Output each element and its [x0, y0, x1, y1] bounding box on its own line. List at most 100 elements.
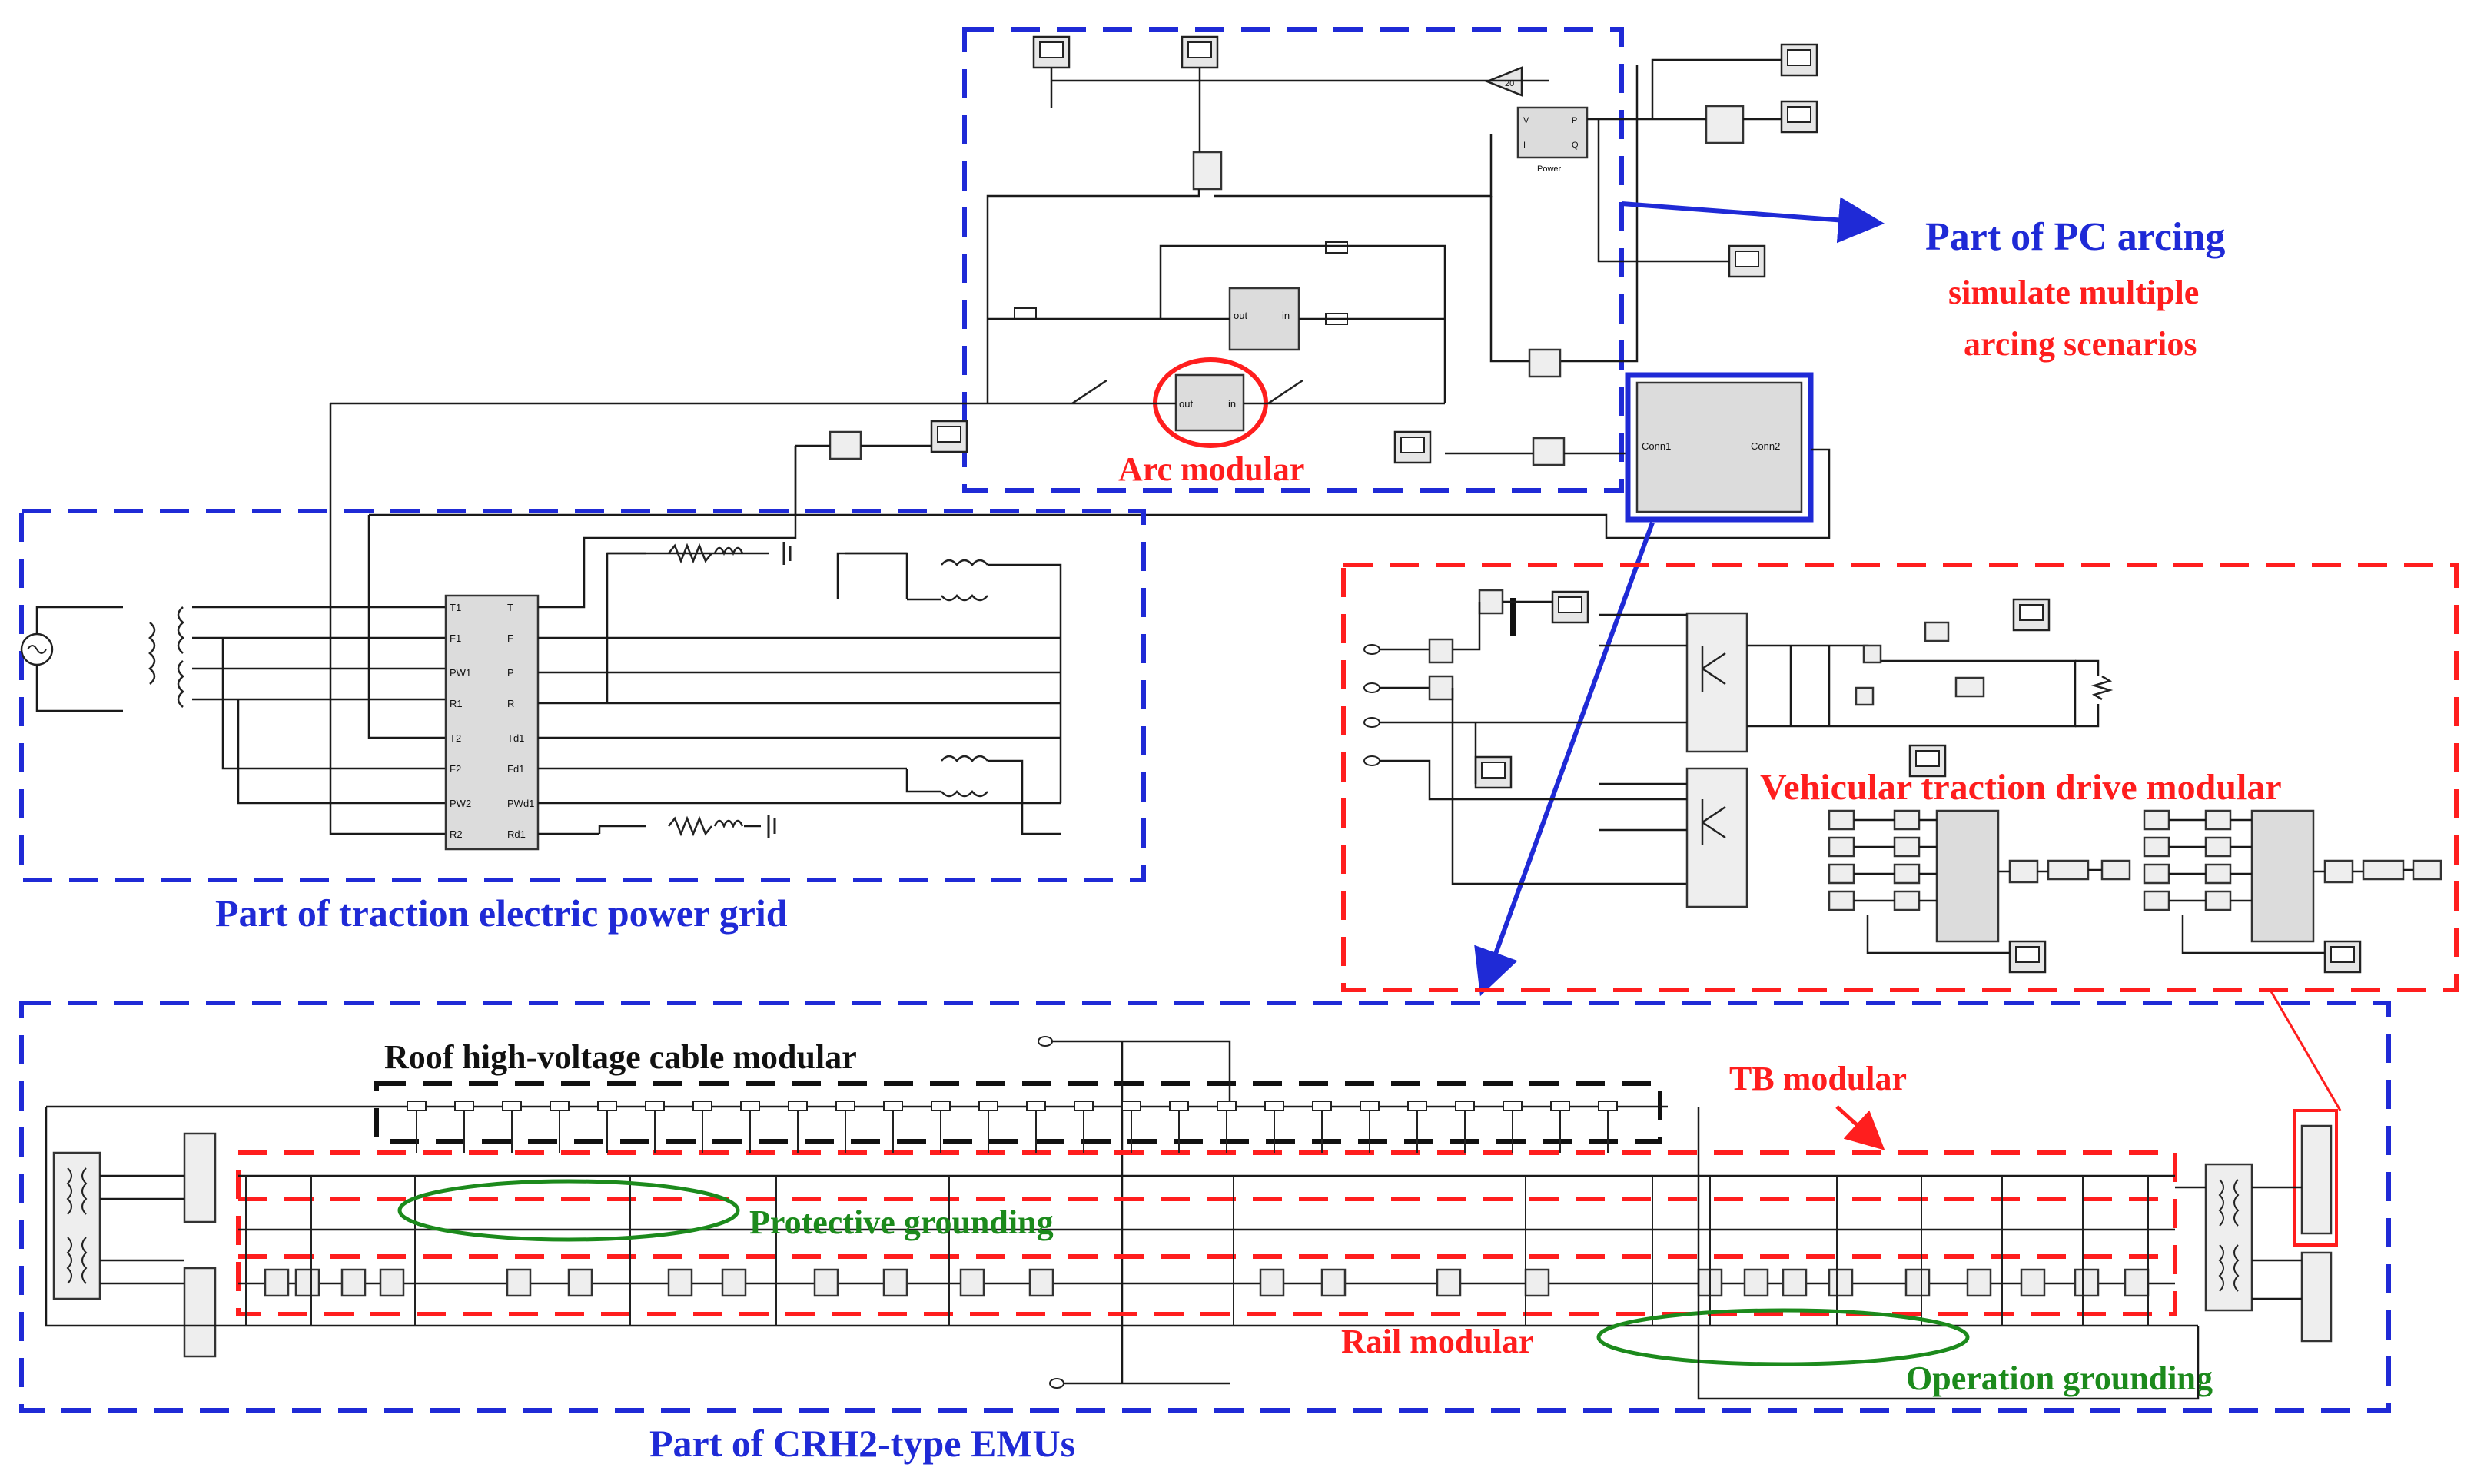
- rail-block[interactable]: [1828, 1268, 1854, 1297]
- sum-block[interactable]: [829, 430, 862, 460]
- scope-icon[interactable]: [1728, 244, 1766, 278]
- label-tb-modular: TB modular: [1729, 1060, 1907, 1097]
- emu-right-block[interactable]: [2300, 1251, 2333, 1343]
- meas-block[interactable]: [1855, 686, 1875, 706]
- meas-block[interactable]: [1428, 638, 1454, 664]
- resistor-icon: [978, 1101, 998, 1111]
- resistor-icon: [1014, 307, 1037, 320]
- rail-block[interactable]: [294, 1268, 320, 1297]
- rail-block[interactable]: [959, 1268, 985, 1297]
- rail-block[interactable]: [567, 1268, 593, 1297]
- integrator-block[interactable]: [1705, 105, 1745, 144]
- grid-port-right: Fd1: [507, 763, 524, 775]
- rail-block[interactable]: [340, 1268, 367, 1297]
- conn1-port: Conn1: [1642, 440, 1671, 452]
- power-port-v: V: [1523, 116, 1529, 125]
- rail-block[interactable]: [506, 1268, 532, 1297]
- scope-icon[interactable]: [1474, 755, 1513, 789]
- pc-arcing-region: 20 V I P Q Power out in: [330, 27, 2225, 997]
- scope-icon[interactable]: [1181, 35, 1219, 69]
- grid-port-left: F2: [450, 763, 461, 775]
- tb-frame: [236, 1150, 2177, 1316]
- meas-block[interactable]: [1192, 151, 1223, 191]
- rail-block[interactable]: [1782, 1268, 1808, 1297]
- conn-subsystem-block[interactable]: [1635, 381, 1803, 513]
- control-group-2: [2143, 809, 2442, 974]
- scope-icon[interactable]: [1032, 35, 1071, 69]
- label-crh2-emus: Part of CRH2-type EMUs: [649, 1422, 1075, 1465]
- arc-out-port: out: [1179, 398, 1193, 410]
- control-block[interactable]: [1935, 809, 2000, 943]
- rail-block[interactable]: [1904, 1268, 1931, 1297]
- scope-icon[interactable]: [1780, 43, 1818, 77]
- rail-block[interactable]: [1320, 1268, 1347, 1297]
- emu-region: Part of CRH2-type EMUs Roof high-voltage…: [19, 1001, 2391, 1465]
- scope-icon[interactable]: [1551, 590, 1589, 624]
- power-label: Power: [1537, 164, 1562, 174]
- rail-block[interactable]: [813, 1268, 839, 1297]
- meas-block[interactable]: [1924, 621, 1950, 642]
- label-operation-grounding: Operation grounding: [1906, 1360, 2213, 1397]
- subsystem-out-port: out: [1234, 310, 1247, 321]
- power-port-p: P: [1572, 116, 1577, 125]
- resistor-icon: [1121, 1101, 1141, 1111]
- rail-block[interactable]: [882, 1268, 908, 1297]
- converter-block[interactable]: [1685, 612, 1748, 753]
- label-pc-arcing: Part of PC arcing: [1925, 215, 2225, 259]
- control-block[interactable]: [2250, 809, 2315, 943]
- resistor-icon: [931, 1101, 951, 1111]
- grid-port-left: R1: [450, 698, 463, 709]
- power-block[interactable]: [1516, 106, 1589, 159]
- rail-block[interactable]: [264, 1268, 290, 1297]
- resistor-icon: [835, 1101, 855, 1111]
- rail-block[interactable]: [379, 1268, 405, 1297]
- meas-block[interactable]: [1954, 676, 1985, 698]
- scope-icon[interactable]: [2012, 598, 2051, 632]
- pc-arcing-arrow: [1621, 197, 1885, 244]
- emu-right-block[interactable]: [2300, 1124, 2333, 1235]
- emu-left-block[interactable]: [183, 1267, 217, 1358]
- scope-icon[interactable]: [1780, 100, 1818, 134]
- scope-icon[interactable]: [1393, 430, 1432, 464]
- meas-block[interactable]: [1532, 437, 1566, 466]
- tb-arrow: [1835, 1105, 1885, 1150]
- resistor-icon: [597, 1101, 617, 1111]
- port-icon: [1049, 1378, 1064, 1389]
- meas-block[interactable]: [1428, 675, 1454, 701]
- meas-block[interactable]: [1478, 589, 1504, 615]
- converter-block[interactable]: [1685, 767, 1748, 908]
- drive-highlight-box: [2293, 1109, 2338, 1247]
- rail-block[interactable]: [1966, 1268, 1992, 1297]
- resistor-icon: [1503, 1101, 1523, 1111]
- resistor-icon: [1598, 1101, 1618, 1111]
- grid-port-left: T1: [450, 602, 461, 613]
- label-traction-grid: Part of traction electric power grid: [215, 891, 788, 935]
- resistor-icon: [407, 1101, 427, 1111]
- rail-block[interactable]: [1436, 1268, 1462, 1297]
- scope-icon[interactable]: [2008, 940, 2047, 974]
- rail-block[interactable]: [1259, 1268, 1285, 1297]
- emu-arrow: [1474, 521, 1655, 997]
- grid-port-right: F: [507, 632, 513, 644]
- rail-block[interactable]: [667, 1268, 693, 1297]
- scope-icon[interactable]: [930, 420, 968, 453]
- sum-block[interactable]: [1528, 348, 1562, 378]
- rail-block[interactable]: [2020, 1268, 2046, 1297]
- scope-icon[interactable]: [2323, 940, 2362, 974]
- rl-branch-bottom: [598, 815, 776, 838]
- rail-block[interactable]: [1743, 1268, 1769, 1297]
- port-icon: [1038, 1036, 1053, 1047]
- meas-block[interactable]: [1862, 644, 1882, 664]
- rail-block[interactable]: [1524, 1268, 1550, 1297]
- grid-block[interactable]: [444, 594, 540, 851]
- subsystem-in-port: in: [1282, 310, 1290, 321]
- rail-block[interactable]: [2124, 1268, 2150, 1297]
- emu-left-block[interactable]: [183, 1132, 217, 1223]
- label-simulate-multiple: simulate multiple: [1948, 274, 2199, 311]
- transformer-block[interactable]: [52, 1151, 101, 1300]
- transformer-block[interactable]: [2204, 1163, 2253, 1312]
- rail-block[interactable]: [1028, 1268, 1054, 1297]
- rail-block[interactable]: [721, 1268, 747, 1297]
- rail-block[interactable]: [2074, 1268, 2100, 1297]
- grid-port-right: R: [507, 698, 514, 709]
